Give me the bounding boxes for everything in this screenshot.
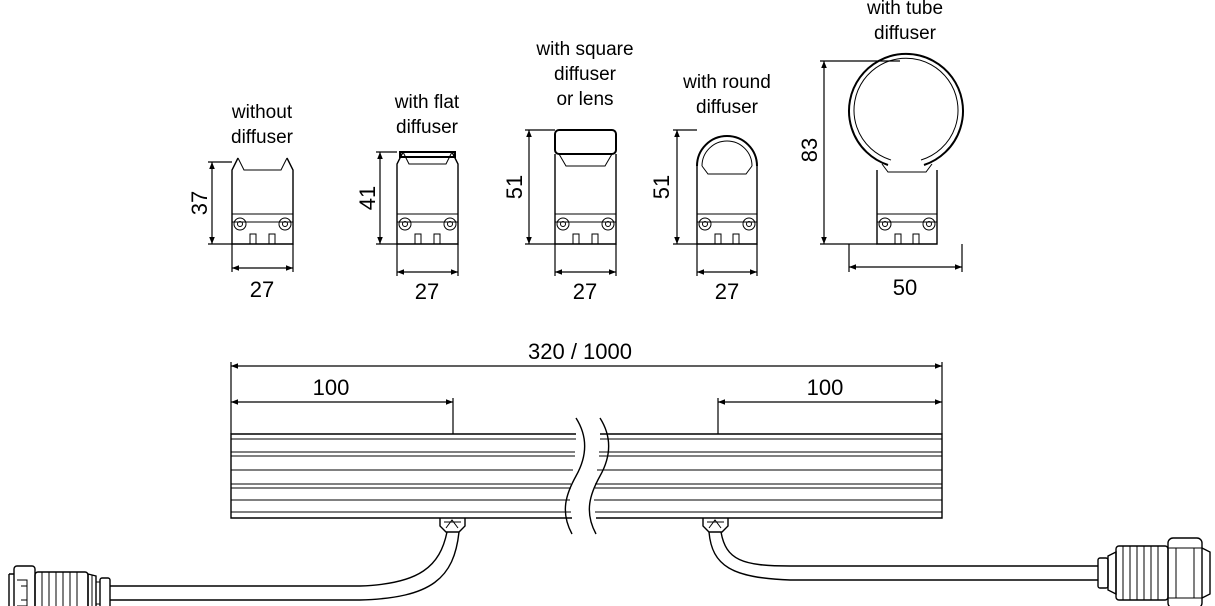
left-offset-dimension xyxy=(231,398,454,434)
profile-4-shape xyxy=(696,135,758,245)
profile-5-label-line-2: diffuser xyxy=(874,23,937,44)
profile-2-label-line-1: with flat xyxy=(394,92,460,113)
profile-2-width-value: 27 xyxy=(415,279,439,304)
profile-5-height-value: 83 xyxy=(797,138,822,162)
profile-3-label-line-2: diffuser xyxy=(554,64,617,85)
profile-4-width-value: 27 xyxy=(715,279,739,304)
left-cable xyxy=(110,531,460,601)
light-bar-right-section xyxy=(594,433,943,519)
light-bar-side-view xyxy=(230,417,943,535)
profile-1-width-value: 27 xyxy=(250,277,274,302)
profile-1-shape xyxy=(231,157,294,245)
profile-1-height-dimension xyxy=(208,161,232,245)
profile-5-width-value: 50 xyxy=(893,275,917,300)
profile-4-height-value: 51 xyxy=(649,175,674,199)
profile-1-width-dimension xyxy=(231,244,294,272)
profile-3-height-value: 51 xyxy=(502,175,527,199)
right-connector-m12 xyxy=(1097,537,1211,606)
break-lines xyxy=(564,417,610,535)
profile-2-shape xyxy=(396,151,459,245)
right-cable-gland xyxy=(702,518,729,533)
profile-3-label-line-1: with square xyxy=(535,39,633,60)
left-connector-m12 xyxy=(8,565,111,606)
profile-without-diffuser: without diffuser 37 27 xyxy=(187,102,294,302)
right-offset-value: 100 xyxy=(807,375,844,400)
profile-with-flat-diffuser: with flat diffuser 41 27 xyxy=(355,92,460,304)
profile-3-width-dimension xyxy=(554,244,617,276)
profile-2-label-line-2: diffuser xyxy=(396,117,459,138)
profile-5-shape xyxy=(848,52,964,245)
left-cable-gland xyxy=(439,518,466,533)
profile-1-label-line-2: diffuser xyxy=(231,127,294,148)
profile-1-height-value: 37 xyxy=(187,191,212,215)
overall-length-dimension xyxy=(230,362,943,434)
overall-length-value: 320 / 1000 xyxy=(528,339,632,364)
profile-1-label-line-1: without xyxy=(231,102,293,123)
profile-5-width-dimension xyxy=(848,244,963,272)
profile-with-round-diffuser: with round diffuser 51 27 xyxy=(649,72,771,304)
profile-with-tube-diffuser: with tube diffuser 83 50 xyxy=(797,0,964,300)
profile-5-label-line-1: with tube xyxy=(866,0,943,19)
profile-4-label-line-1: with round xyxy=(682,72,771,93)
profile-3-width-value: 27 xyxy=(573,279,597,304)
profile-4-label-line-2: diffuser xyxy=(696,97,759,118)
profile-2-height-value: 41 xyxy=(355,186,380,210)
profile-4-width-dimension xyxy=(696,244,758,276)
right-cable xyxy=(708,531,1098,581)
light-bar-left-section xyxy=(230,433,576,519)
profile-3-height-dimension xyxy=(525,129,555,245)
profile-3-label-line-3: or lens xyxy=(556,89,613,110)
profile-5-height-dimension xyxy=(820,60,900,245)
left-offset-value: 100 xyxy=(313,375,350,400)
profile-3-shape xyxy=(554,129,617,245)
profile-with-square-diffuser: with square diffuser or lens 51 27 xyxy=(502,39,634,304)
profile-2-width-dimension xyxy=(396,244,459,276)
right-offset-dimension xyxy=(717,398,942,434)
profile-4-height-dimension xyxy=(673,129,697,245)
profile-2-height-dimension xyxy=(376,151,397,245)
